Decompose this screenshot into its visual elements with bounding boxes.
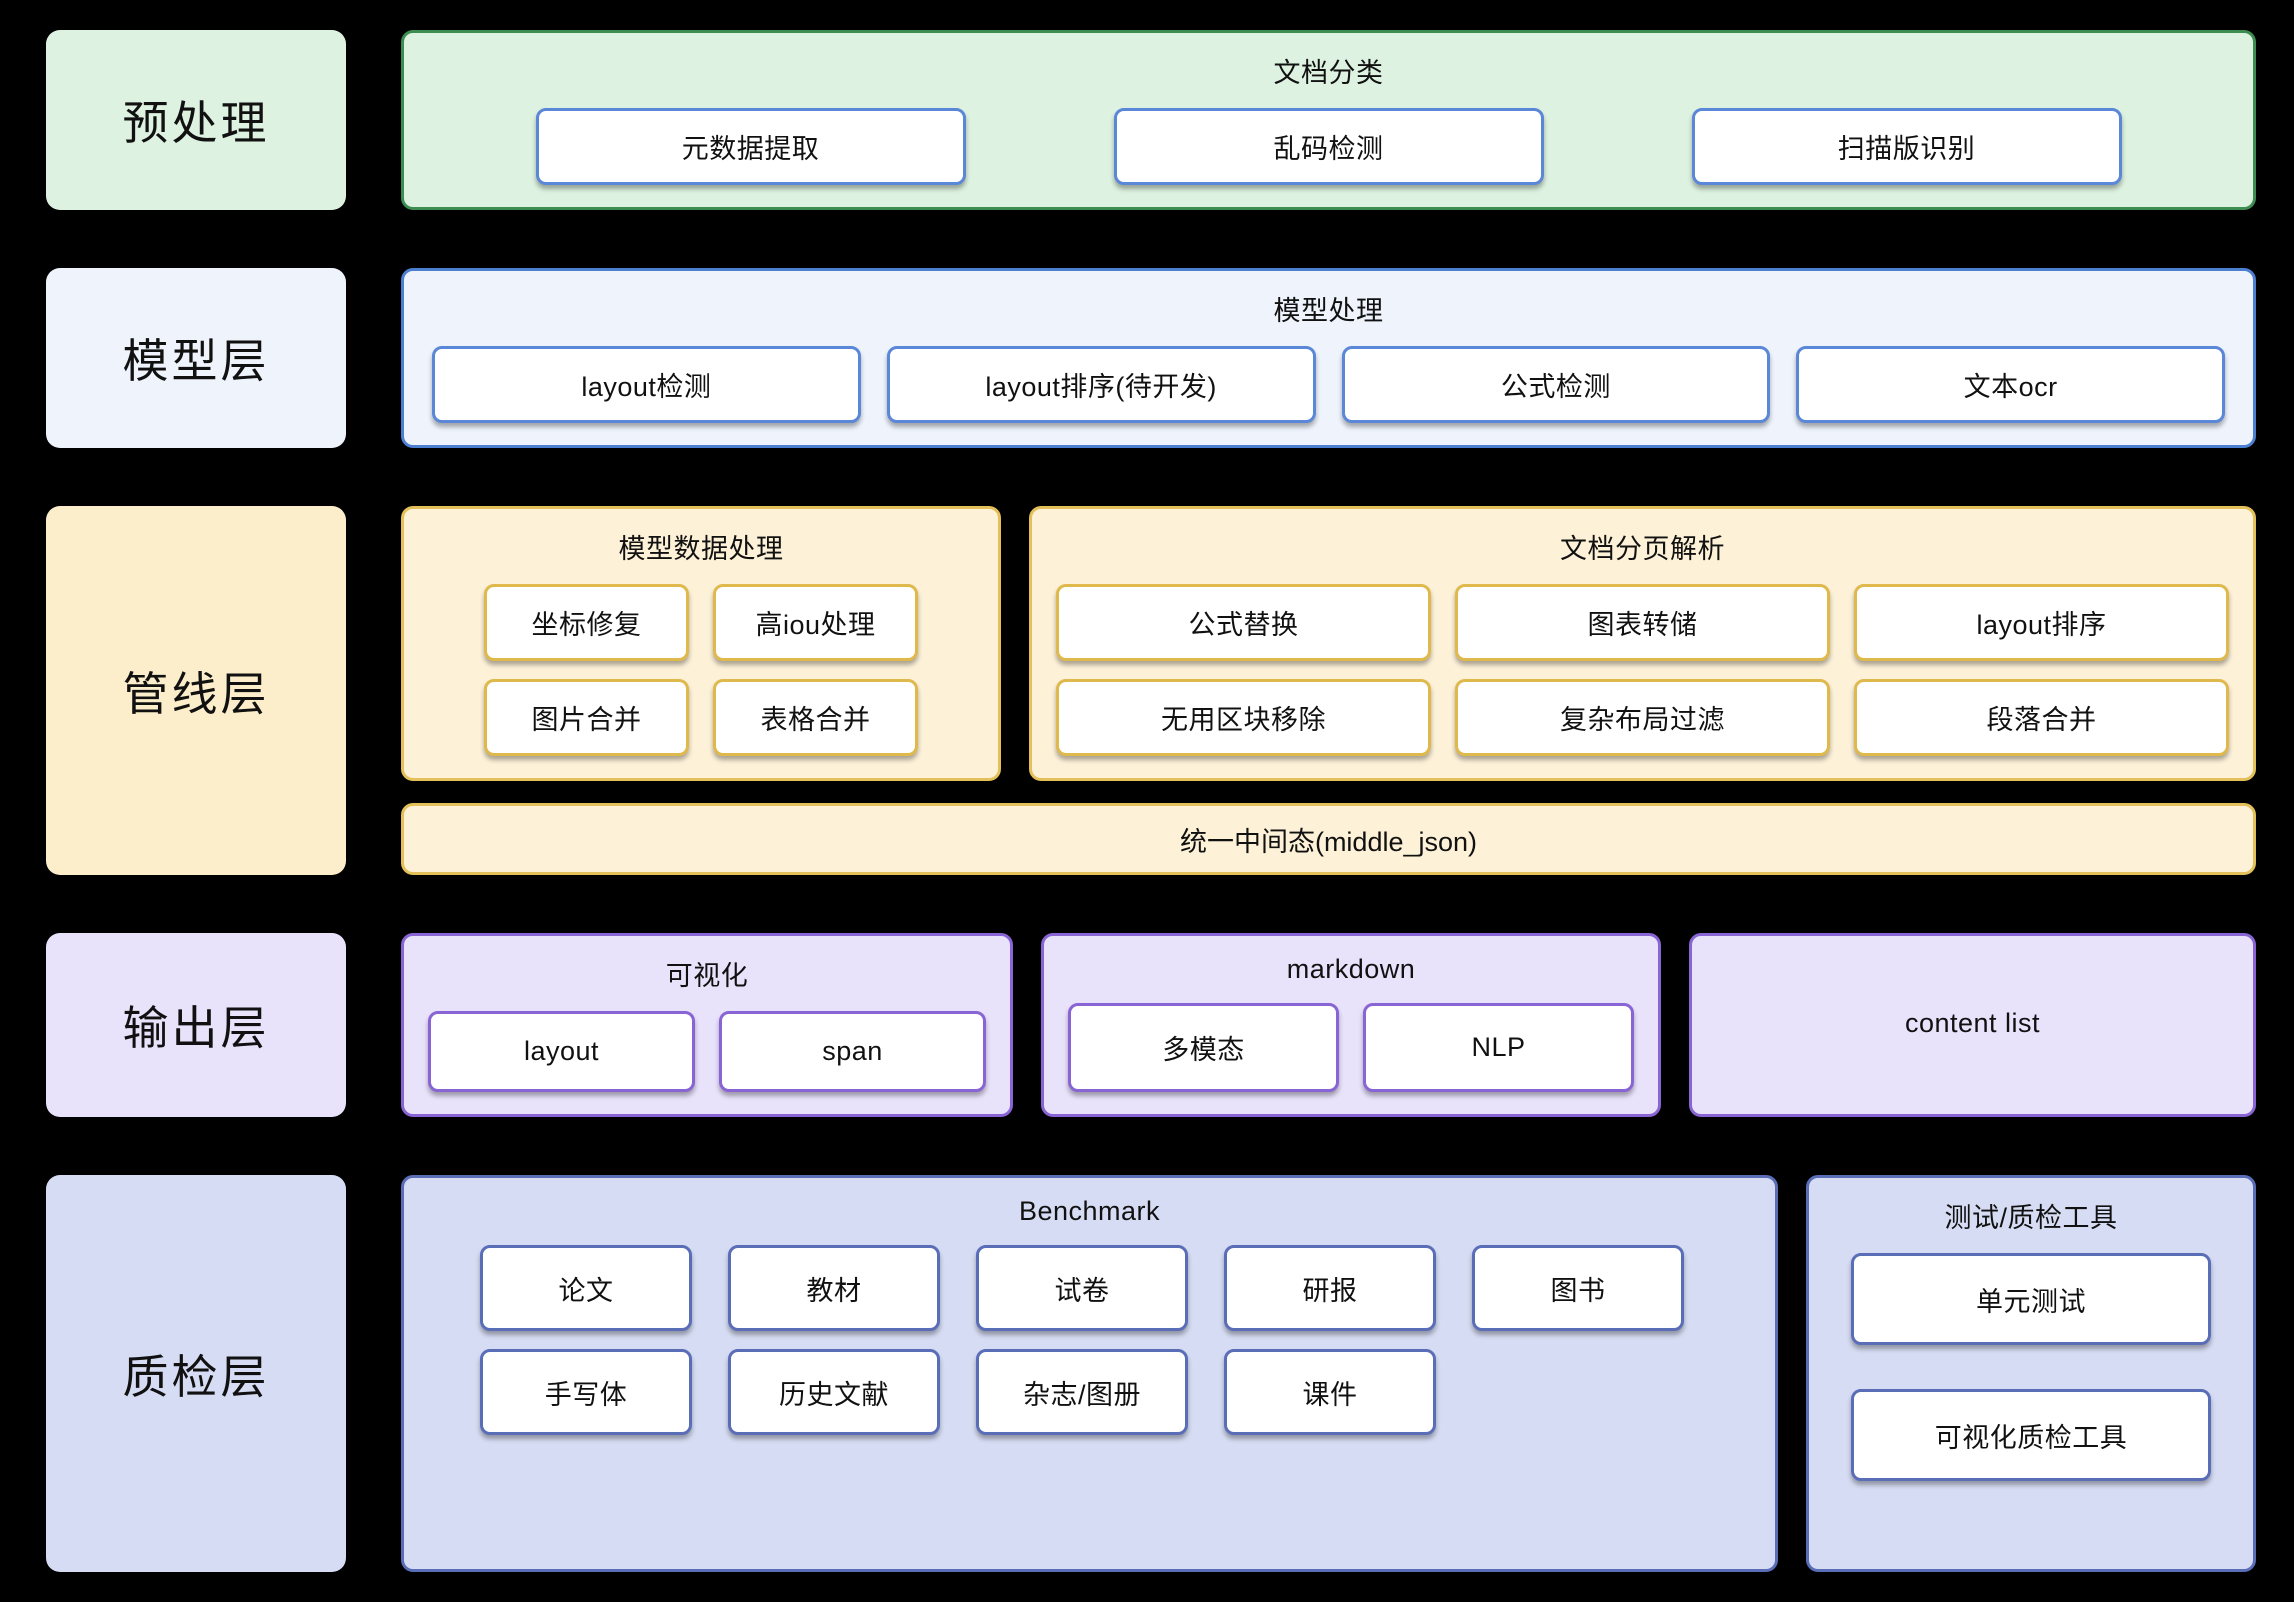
- group-title-model-processing: 模型处理: [1273, 296, 1384, 326]
- chip-paper[interactable]: 论文: [480, 1245, 692, 1331]
- chip-row-model-data-1: 坐标修复 高iou处理: [428, 584, 974, 661]
- group-markdown[interactable]: markdown 多模态 NLP: [1041, 933, 1661, 1117]
- chip-chart-dump[interactable]: 图表转储: [1455, 584, 1830, 661]
- group-test-qa-tools[interactable]: 测试/质检工具 单元测试 可视化质检工具: [1806, 1175, 2256, 1572]
- chip-row-page-parse-1: 公式替换 图表转储 layout排序: [1056, 584, 2229, 661]
- layer-body-pipeline: 模型数据处理 坐标修复 高iou处理 图片合并 表格合并 文档分页解析: [401, 506, 2256, 875]
- layer-row-output: 输出层 可视化 layout span markdown 多模态 NLP: [46, 933, 2256, 1117]
- group-document-page-parsing[interactable]: 文档分页解析 公式替换 图表转储 layout排序 无用区块移除 复杂布局过滤 …: [1029, 506, 2256, 781]
- group-title-document-classification: 文档分类: [1273, 58, 1384, 88]
- chip-row-model-data-2: 图片合并 表格合并: [428, 679, 974, 756]
- chip-layout-ordering[interactable]: layout排序(待开发): [886, 346, 1316, 423]
- layer-row-preprocess: 预处理 文档分类 元数据提取 乱码检测 扫描版识别: [46, 30, 2256, 210]
- layer-row-pipeline: 管线层 模型数据处理 坐标修复 高iou处理 图片合并 表格合并: [46, 506, 2256, 875]
- chip-high-iou-processing[interactable]: 高iou处理: [713, 584, 918, 661]
- chip-exam[interactable]: 试卷: [976, 1245, 1188, 1331]
- layer-label-preprocess: 预处理: [46, 30, 346, 210]
- chip-row-visualization: layout span: [428, 1011, 986, 1092]
- group-title-test-qa-tools: 测试/质检工具: [1944, 1203, 2118, 1233]
- chip-textbook[interactable]: 教材: [728, 1245, 940, 1331]
- group-row-preprocess: 文档分类 元数据提取 乱码检测 扫描版识别: [401, 30, 2256, 210]
- group-benchmark[interactable]: Benchmark 论文 教材 试卷 研报 图书 手写体 历史文献 杂志/图: [401, 1175, 1778, 1572]
- chip-row-page-parse-2: 无用区块移除 复杂布局过滤 段落合并: [1056, 679, 2229, 756]
- group-row-pipeline: 模型数据处理 坐标修复 高iou处理 图片合并 表格合并 文档分页解析: [401, 506, 2256, 781]
- chip-row-benchmark-1: 论文 教材 试卷 研报 图书: [428, 1245, 1751, 1331]
- middle-json-bar[interactable]: 统一中间态(middle_json): [401, 803, 2256, 875]
- group-title-model-data-processing: 模型数据处理: [618, 534, 784, 564]
- group-title-content-list: content list: [1904, 1007, 2041, 1038]
- chip-unit-test[interactable]: 单元测试: [1851, 1253, 2211, 1345]
- group-title-visualization: 可视化: [665, 961, 749, 991]
- chip-row-benchmark-2: 手写体 历史文献 杂志/图册 课件: [428, 1349, 1751, 1435]
- chip-row-document-classification: 元数据提取 乱码检测 扫描版识别: [428, 108, 2229, 185]
- chip-book[interactable]: 图书: [1472, 1245, 1684, 1331]
- chip-historical-document[interactable]: 历史文献: [728, 1349, 940, 1435]
- chip-research-report[interactable]: 研报: [1224, 1245, 1436, 1331]
- chip-paragraph-merge[interactable]: 段落合并: [1854, 679, 2229, 756]
- layer-label-qa: 质检层: [46, 1175, 346, 1572]
- group-row-model: 模型处理 layout检测 layout排序(待开发) 公式检测 文本ocr: [401, 268, 2256, 448]
- chip-row-markdown: 多模态 NLP: [1068, 1003, 1634, 1092]
- layer-body-preprocess: 文档分类 元数据提取 乱码检测 扫描版识别: [401, 30, 2256, 210]
- group-document-classification[interactable]: 文档分类 元数据提取 乱码检测 扫描版识别: [401, 30, 2256, 210]
- chip-garbled-detection[interactable]: 乱码检测: [1113, 108, 1544, 185]
- layer-body-output: 可视化 layout span markdown 多模态 NLP content…: [401, 933, 2256, 1117]
- chip-courseware[interactable]: 课件: [1224, 1349, 1436, 1435]
- group-model-processing[interactable]: 模型处理 layout检测 layout排序(待开发) 公式检测 文本ocr: [401, 268, 2256, 448]
- group-row-output: 可视化 layout span markdown 多模态 NLP content…: [401, 933, 2256, 1117]
- chip-coordinate-repair[interactable]: 坐标修复: [484, 584, 689, 661]
- chip-metadata-extraction[interactable]: 元数据提取: [535, 108, 966, 185]
- chip-grid-document-page-parsing: 公式替换 图表转储 layout排序 无用区块移除 复杂布局过滤 段落合并: [1056, 584, 2229, 756]
- chip-nlp[interactable]: NLP: [1363, 1003, 1634, 1092]
- layer-label-pipeline: 管线层: [46, 506, 346, 875]
- chip-span[interactable]: span: [719, 1011, 986, 1092]
- chip-complex-layout-filter[interactable]: 复杂布局过滤: [1455, 679, 1830, 756]
- layer-label-output: 输出层: [46, 933, 346, 1117]
- group-title-benchmark: Benchmark: [1018, 1196, 1161, 1226]
- group-title-document-page-parsing: 文档分页解析: [1560, 534, 1725, 564]
- chip-magazine-album[interactable]: 杂志/图册: [976, 1349, 1188, 1435]
- group-title-markdown: markdown: [1286, 954, 1416, 984]
- group-model-data-processing[interactable]: 模型数据处理 坐标修复 高iou处理 图片合并 表格合并: [401, 506, 1001, 781]
- chip-grid-benchmark: 论文 教材 试卷 研报 图书 手写体 历史文献 杂志/图册 课件: [428, 1245, 1751, 1435]
- chip-layout-sorting[interactable]: layout排序: [1854, 584, 2229, 661]
- layer-label-model: 模型层: [46, 268, 346, 448]
- chip-visual-qa-tool[interactable]: 可视化质检工具: [1851, 1389, 2211, 1481]
- architecture-diagram: 预处理 文档分类 元数据提取 乱码检测 扫描版识别 模型层 模型处理: [46, 30, 2256, 1572]
- group-visualization[interactable]: 可视化 layout span: [401, 933, 1013, 1117]
- layer-body-qa: Benchmark 论文 教材 试卷 研报 图书 手写体 历史文献 杂志/图: [401, 1175, 2256, 1572]
- chip-table-merge[interactable]: 表格合并: [713, 679, 918, 756]
- chip-handwriting[interactable]: 手写体: [480, 1349, 692, 1435]
- chip-formula-replacement[interactable]: 公式替换: [1056, 584, 1431, 661]
- chip-scanned-recognition[interactable]: 扫描版识别: [1691, 108, 2122, 185]
- chip-layout[interactable]: layout: [428, 1011, 695, 1092]
- chip-text-ocr[interactable]: 文本ocr: [1796, 346, 2225, 423]
- chip-formula-detection[interactable]: 公式检测: [1341, 346, 1771, 423]
- chip-image-merge[interactable]: 图片合并: [484, 679, 689, 756]
- layer-body-model: 模型处理 layout检测 layout排序(待开发) 公式检测 文本ocr: [401, 268, 2256, 448]
- chip-useless-block-removal[interactable]: 无用区块移除: [1056, 679, 1431, 756]
- group-content-list[interactable]: content list: [1689, 933, 2256, 1117]
- chip-grid-test-qa-tools: 单元测试 可视化质检工具: [1833, 1253, 2229, 1481]
- layer-row-qa: 质检层 Benchmark 论文 教材 试卷 研报 图书 手写体: [46, 1175, 2256, 1572]
- group-row-qa: Benchmark 论文 教材 试卷 研报 图书 手写体 历史文献 杂志/图: [401, 1175, 2256, 1572]
- chip-multimodal[interactable]: 多模态: [1068, 1003, 1339, 1092]
- chip-layout-detection[interactable]: layout检测: [432, 346, 861, 423]
- chip-row-model-processing: layout检测 layout排序(待开发) 公式检测 文本ocr: [428, 346, 2229, 423]
- layer-row-model: 模型层 模型处理 layout检测 layout排序(待开发) 公式检测 文本o…: [46, 268, 2256, 448]
- chip-grid-model-data-processing: 坐标修复 高iou处理 图片合并 表格合并: [428, 584, 974, 756]
